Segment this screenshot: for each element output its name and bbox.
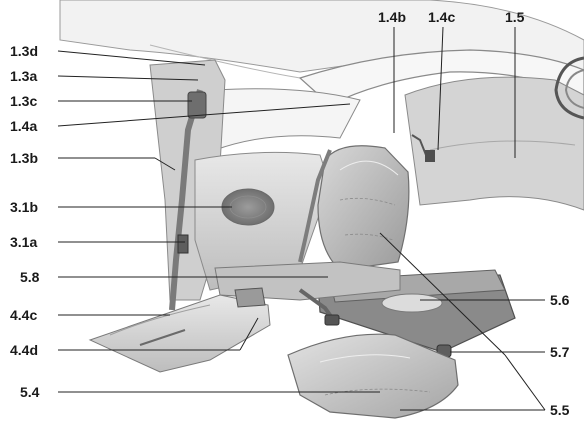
label-1-3b: 1.3b (10, 150, 39, 166)
label-5-8: 5.8 (20, 269, 40, 285)
label-1-5: 1.5 (505, 9, 525, 25)
belt-buckle-left (177, 234, 189, 254)
label-1-3c: 1.3c (10, 93, 38, 109)
center-console (88, 287, 271, 373)
belt-guide (187, 91, 207, 119)
label-1-4c: 1.4c (428, 9, 456, 25)
label-4-4d: 4.4d (10, 342, 39, 358)
label-4-4c: 4.4c (10, 307, 38, 323)
label-1-3a: 1.3a (10, 68, 38, 84)
rear-window (298, 49, 584, 106)
center-seat-belt (298, 134, 435, 263)
cushion-recess (381, 293, 443, 313)
label-5-6: 5.6 (550, 292, 570, 308)
label-5-4: 5.4 (20, 384, 40, 400)
steering-wheel-partial (554, 56, 584, 120)
label-1-3d: 1.3d (10, 43, 39, 59)
label-3-1b: 3.1b (10, 199, 39, 215)
leader-lines (57, 26, 546, 411)
label-1-4a: 1.4a (10, 118, 38, 134)
label-3-1a: 3.1a (10, 234, 38, 250)
label-1-4b: 1.4b (378, 9, 407, 25)
removed-seat-cushion (287, 333, 459, 419)
rear-side-panel (404, 76, 584, 211)
rear-seat-backrest (317, 145, 410, 271)
cup-holder (234, 287, 266, 308)
label-5-7: 5.7 (550, 344, 570, 360)
floor-belt-buckle (298, 288, 340, 326)
label-5-5: 5.5 (550, 402, 570, 418)
rear-quarter-window (214, 88, 361, 151)
